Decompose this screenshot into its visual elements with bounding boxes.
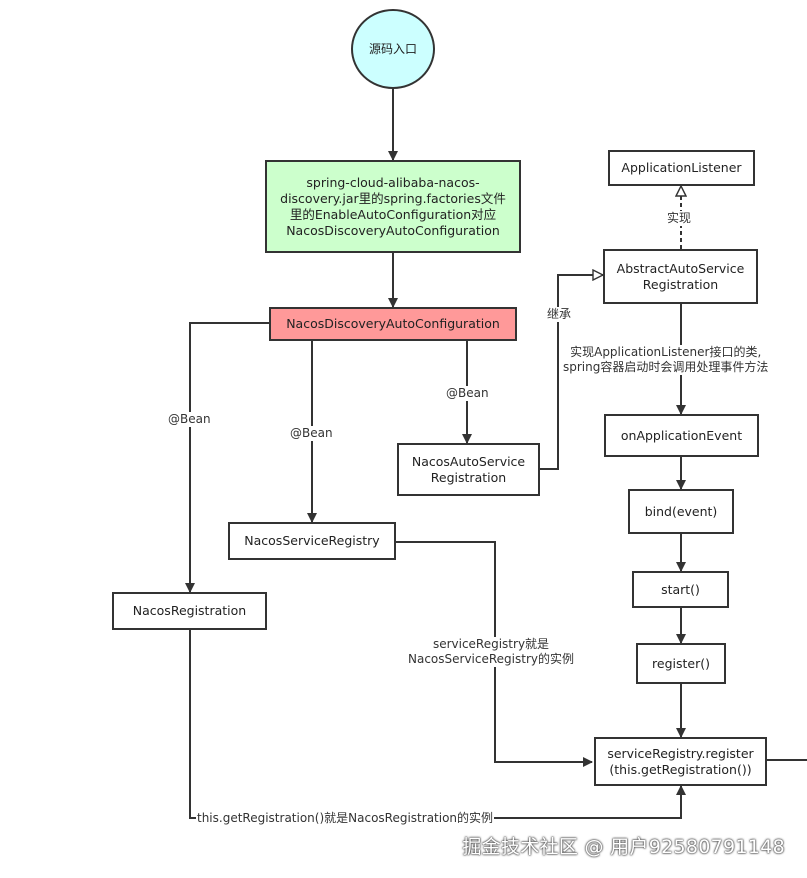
abstract-auto-service-registration-node: AbstractAutoService Registration [603,249,758,304]
watermark: 掘金技术社区 @ 用户92580791148 [462,836,785,858]
nacos-service-registry-node: NacosServiceRegistry [228,522,396,560]
register-call-node: register() [636,643,726,684]
edge-inherits [540,275,603,470]
service-registry-register-node: serviceRegistry.register (this.getRegist… [594,737,767,786]
service-registry-note: serviceRegistry就是 NacosServiceRegistry的实… [407,637,575,667]
application-listener-note: 实现ApplicationListener接口的类, spring容器启动时会调… [562,345,770,375]
nacos-auto-service-registration-node: NacosAutoService Registration [397,443,540,496]
bean-label-middle: @Bean [289,426,334,441]
bean-label-right: @Bean [445,386,490,401]
nacos-registration-node: NacosRegistration [112,592,267,630]
inherits-label: 继承 [546,307,573,322]
bean-label-left: @Bean [167,412,212,427]
implements-label: 实现 [666,211,693,226]
spring-factories-node: spring-cloud-alibaba-nacos- discovery.ja… [265,160,521,253]
bind-event-node: bind(event) [628,489,734,534]
start-call-node: start() [632,571,729,608]
get-registration-note: this.getRegistration()就是NacosRegistratio… [196,811,495,826]
edge-autoconfig-to-nacos-registration [185,322,270,593]
on-application-event-node: onApplicationEvent [604,414,759,457]
source-entry-node: 源码入口 [351,9,435,89]
nacos-discovery-auto-configuration-node: NacosDiscoveryAutoConfiguration [269,307,517,341]
application-listener-node: ApplicationListener [608,150,755,186]
